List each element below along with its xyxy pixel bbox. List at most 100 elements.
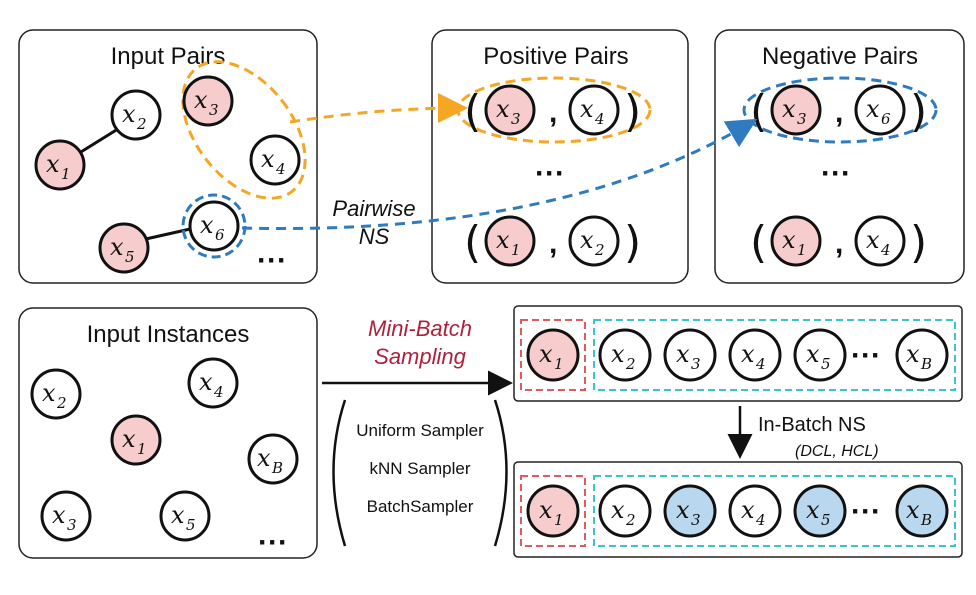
neg-node-x1: x 1 (770, 215, 822, 267)
paren-open: ( (750, 86, 767, 137)
positive-ellipsis: ··· (535, 157, 565, 190)
svg-text:B: B (920, 511, 932, 529)
paren-open: ( (464, 86, 481, 137)
batch-box (593, 319, 956, 391)
neg-node-x3: x 3 (770, 84, 822, 136)
svg-text:x: x (171, 501, 185, 529)
paren-close: ) (624, 217, 641, 268)
svg-text:5: 5 (186, 516, 196, 534)
svg-text:x: x (496, 226, 510, 254)
svg-text:x: x (257, 444, 271, 472)
svg-text:x: x (611, 340, 625, 368)
svg-text:x: x (676, 496, 690, 524)
batch1-node-x3: x 3 (663, 328, 717, 382)
node-x3: x 3 (182, 75, 234, 127)
svg-text:B: B (271, 459, 283, 477)
svg-text:x: x (122, 100, 136, 128)
svg-text:1: 1 (797, 241, 807, 259)
mini-batch-label-2: Sampling (374, 344, 466, 369)
svg-text:5: 5 (821, 511, 831, 529)
svg-text:B: B (920, 355, 932, 373)
paren-open: ( (750, 217, 767, 268)
svg-text:x: x (676, 340, 690, 368)
negative-ellipsis: ··· (821, 157, 851, 190)
pairwise-ns-label-1: Pairwise (332, 196, 415, 221)
input-instances-panel (18, 307, 318, 559)
paren-close: ) (910, 217, 927, 268)
pos-node-x2: x 2 (568, 215, 620, 267)
in-batch-ns-label: In-Batch NS (758, 414, 866, 436)
input-instances-ellipsis: ··· (258, 526, 288, 559)
input-instances-title: Input Instances (87, 321, 250, 348)
svg-text:5: 5 (821, 355, 831, 373)
svg-text:x: x (539, 340, 553, 368)
svg-text:x: x (122, 425, 136, 453)
svg-text:5: 5 (125, 248, 135, 266)
svg-text:x: x (866, 226, 880, 254)
svg-text:x: x (200, 211, 214, 239)
batch2-node-x3: x 3 (663, 484, 717, 538)
svg-text:x: x (580, 226, 594, 254)
svg-text:6: 6 (881, 110, 891, 128)
svg-text:x: x (782, 226, 796, 254)
negative-pair-ellipse (742, 76, 938, 144)
input-pairs-ellipsis: ··· (257, 244, 287, 277)
svg-text:x: x (741, 496, 755, 524)
negative-pairs-title: Negative Pairs (762, 43, 918, 70)
pos-node-x1: x 1 (484, 215, 536, 267)
anchor-box (520, 475, 586, 547)
positive-arrow (289, 93, 468, 124)
comma: , (835, 96, 843, 129)
in-batch-methods-label: (DCL, HCL) (795, 443, 879, 460)
svg-text:3: 3 (691, 511, 701, 529)
pos-node-x4: x 4 (568, 84, 620, 136)
sampler-bracket-right (493, 399, 508, 547)
svg-text:x: x (52, 501, 66, 529)
svg-text:x: x (539, 496, 553, 524)
anchor-box (520, 319, 586, 391)
svg-text:2: 2 (625, 511, 636, 529)
svg-text:x: x (199, 368, 213, 396)
svg-text:2: 2 (136, 115, 147, 133)
sampler-uniform: Uniform Sampler (356, 421, 484, 440)
input-pairs-title: Input Pairs (111, 43, 226, 70)
svg-text:x: x (261, 145, 275, 173)
svg-text:x: x (496, 95, 510, 123)
inst-node-x1: x 1 (110, 414, 162, 466)
svg-text:6: 6 (215, 226, 225, 244)
pos-node-x3: x 3 (484, 84, 536, 136)
svg-text:1: 1 (554, 511, 564, 529)
svg-text:4: 4 (880, 241, 891, 259)
svg-text:x: x (782, 95, 796, 123)
batch1-node-xB: x B (895, 328, 949, 382)
svg-text:x: x (194, 86, 208, 114)
comma: , (549, 227, 557, 260)
node-x2: x 2 (110, 89, 162, 141)
node-x4: x 4 (249, 134, 301, 186)
svg-text:3: 3 (691, 355, 701, 373)
svg-text:2: 2 (56, 394, 67, 412)
inst-node-xB: x B (247, 433, 299, 485)
svg-text:3: 3 (209, 101, 219, 119)
comma: , (835, 227, 843, 260)
svg-text:x: x (806, 496, 820, 524)
negative-pair-highlight (181, 193, 247, 259)
comma: , (549, 96, 557, 129)
positive-pair-highlight (181, 60, 307, 200)
svg-text:1: 1 (554, 355, 564, 373)
batch-box (593, 475, 956, 547)
svg-text:x: x (906, 496, 920, 524)
input-pairs-panel (18, 29, 318, 284)
inst-node-x2: x 2 (30, 368, 82, 420)
batch1-node-x5: x 5 (793, 328, 847, 382)
positive-pairs-title: Positive Pairs (483, 43, 628, 70)
node-x5: x 5 (98, 222, 150, 274)
svg-text:1: 1 (137, 440, 147, 458)
svg-text:x: x (110, 233, 124, 261)
neg-node-x6: x 6 (854, 84, 906, 136)
svg-text:x: x (741, 340, 755, 368)
svg-text:4: 4 (755, 355, 766, 373)
sampler-bracket-left (332, 399, 347, 547)
inst-node-x4: x 4 (187, 357, 239, 409)
